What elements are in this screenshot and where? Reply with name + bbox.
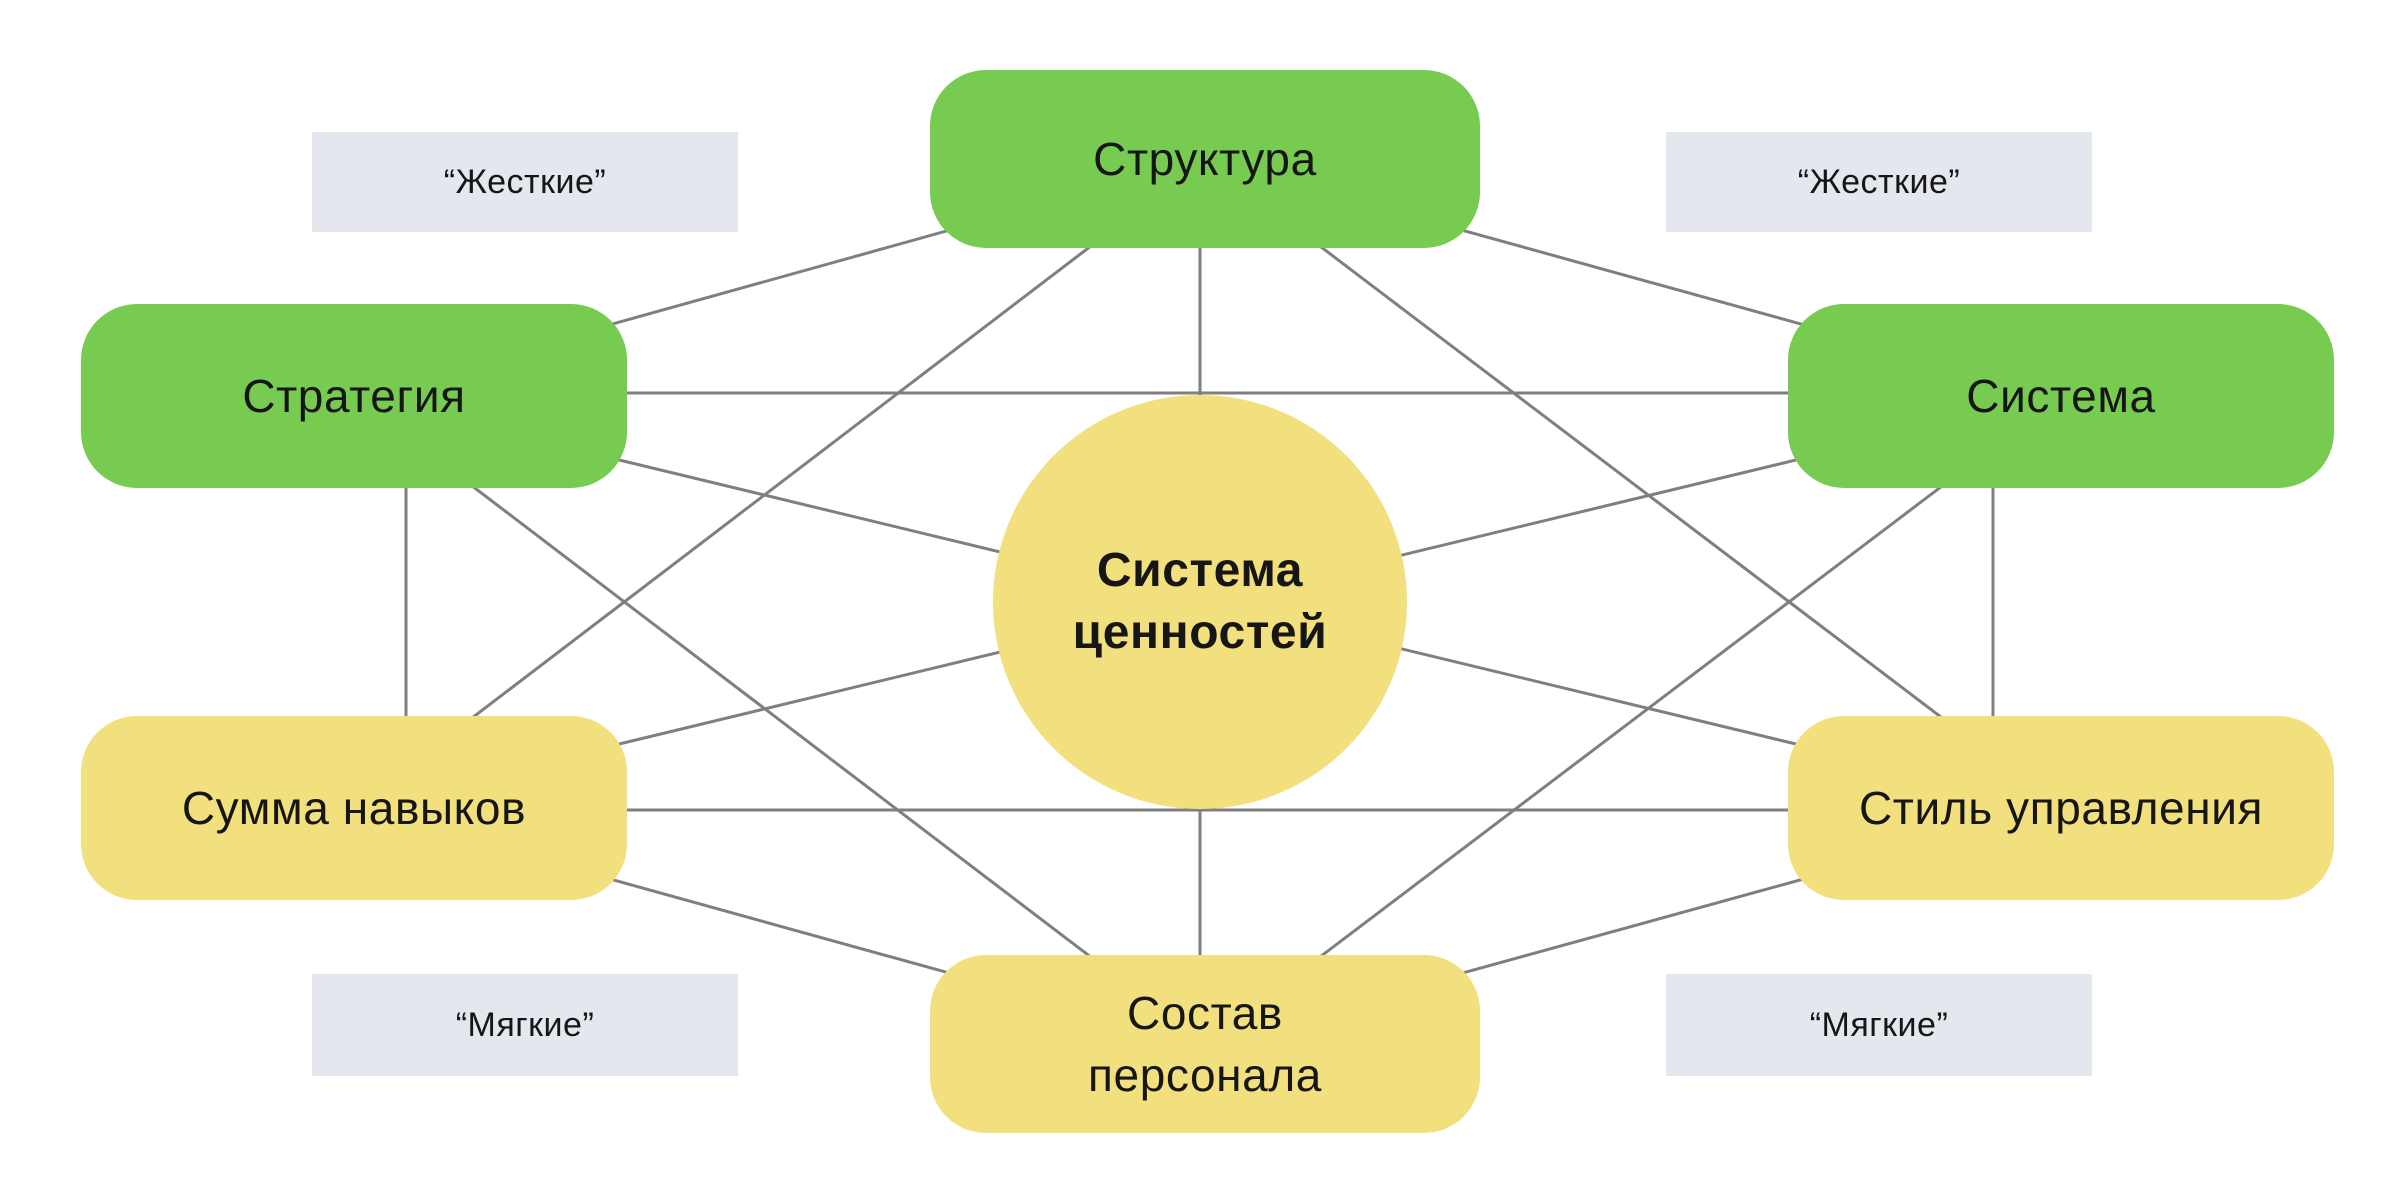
group-label-soft-left: “Мягкие” (312, 974, 738, 1076)
node-skills: Сумма навыков (81, 716, 627, 900)
node-structure: Структура (930, 70, 1480, 248)
connector-line (353, 157, 1206, 810)
node-system: Система (1788, 304, 2334, 488)
group-label-soft-right: “Мягкие” (1666, 974, 2092, 1076)
node-shared-values-circle: Система ценностей (993, 395, 1407, 809)
node-management-style: Стиль управления (1788, 716, 2334, 900)
connector-line (353, 394, 1206, 1046)
node-staff: Состав персонала (930, 955, 1480, 1133)
connector-line (1204, 157, 2062, 810)
connector-line (1204, 394, 2062, 1046)
group-label-hard-left: “Жесткие” (312, 132, 738, 232)
group-label-hard-right: “Жесткие” (1666, 132, 2092, 232)
node-strategy: Стратегия (81, 304, 627, 488)
